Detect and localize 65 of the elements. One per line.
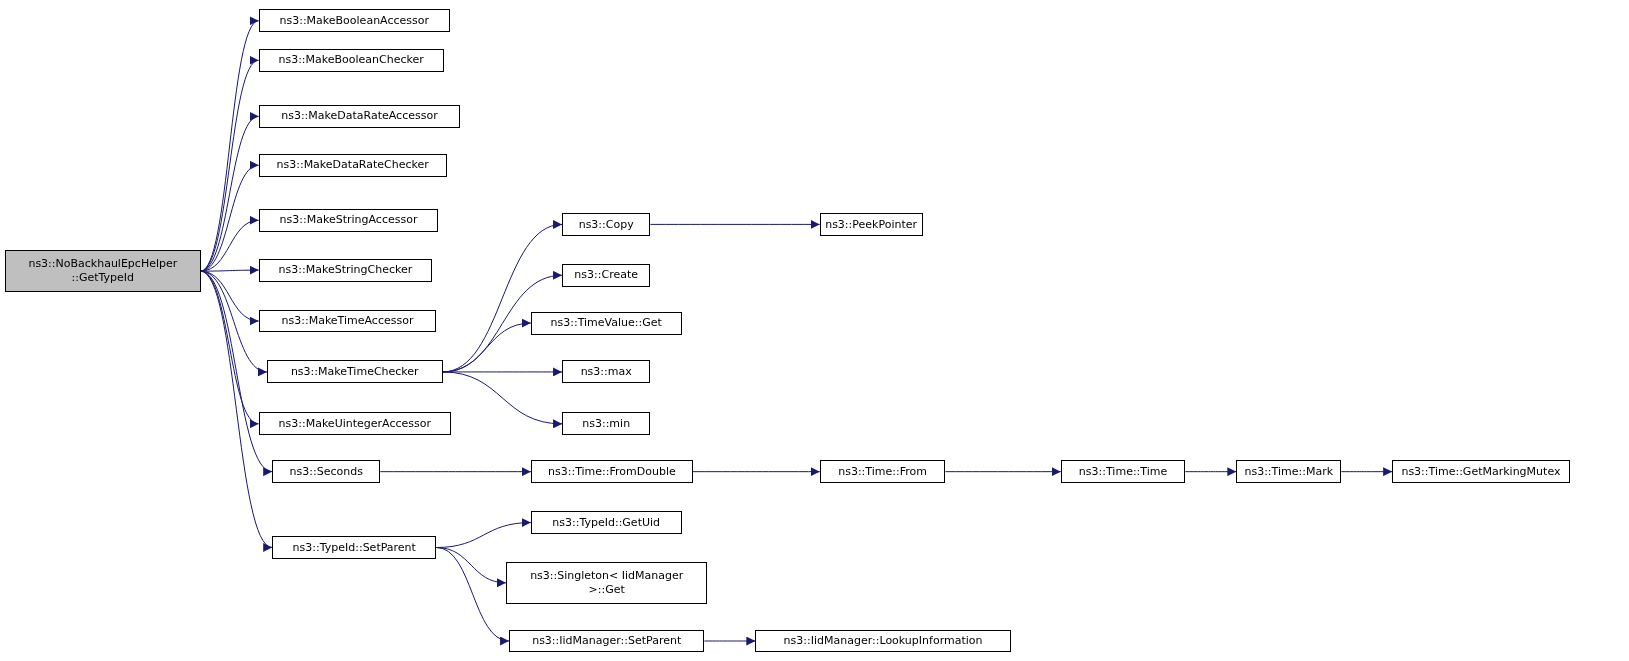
function-box <box>505 562 708 604</box>
function-box <box>258 48 444 72</box>
function-box <box>258 9 450 33</box>
function-name: ns3::NoBackhaulEpcHelper ::GetTypeId <box>27 257 179 285</box>
function-name: ns3::Copy <box>578 217 634 232</box>
function-name: ns3::Time::From <box>838 464 927 479</box>
arrow <box>944 467 1062 477</box>
function-box <box>562 212 651 236</box>
function-name: ns3::Singleton< IidManager >::Get <box>529 569 685 597</box>
function-box <box>562 263 651 287</box>
function-name: ns3::MakeBooleanAccessor <box>279 13 429 28</box>
function-name: ns3::TypeId::SetParent <box>292 540 416 555</box>
function-name: ns3::PeekPointer <box>825 217 918 232</box>
function-name: ns3::Time::GetMarkingMutex <box>1401 464 1561 479</box>
function-box <box>272 536 437 559</box>
function-name: ns3::Time::FromDouble <box>548 464 676 479</box>
function-name: ns3::MakeTimeAccessor <box>281 314 414 328</box>
function-name: ns3::IidManager::SetParent <box>532 634 682 648</box>
arrow <box>1184 467 1237 477</box>
function-box <box>755 629 1011 653</box>
function-name: ns3::Seconds <box>289 464 363 479</box>
function-box <box>562 412 651 436</box>
function-box <box>819 212 923 236</box>
arrow <box>1340 467 1393 477</box>
function-box <box>530 311 682 335</box>
function-name: ns3::MakeBooleanChecker <box>278 53 424 68</box>
function-name: ns3::min <box>582 417 631 431</box>
arrow <box>442 367 563 377</box>
function-box <box>258 412 451 436</box>
arrow <box>649 219 821 229</box>
arrow <box>442 371 563 428</box>
function-box <box>5 250 201 292</box>
function-box <box>258 104 461 128</box>
function-box <box>819 460 946 484</box>
function-box <box>1392 460 1570 484</box>
function-name: ns3::MakeTimeChecker <box>290 365 419 379</box>
function-box <box>258 153 447 177</box>
function-name: ns3::Time::Time <box>1078 464 1168 479</box>
arrow <box>435 547 510 644</box>
function-box <box>258 208 439 232</box>
function-name: ns3::Time::Mark <box>1244 464 1334 479</box>
function-box <box>1236 460 1342 484</box>
function-box <box>509 629 705 653</box>
function-box <box>530 460 693 484</box>
function-name: ns3::MakeDataRateChecker <box>276 158 429 173</box>
function-name: ns3::IidManager::LookupInformation <box>783 634 983 648</box>
function-name: ns3::MakeDataRateAccessor <box>281 109 438 124</box>
function-name: ns3::Create <box>574 268 638 283</box>
function-box <box>562 360 651 384</box>
function-name: ns3::MakeStringAccessor <box>279 213 418 228</box>
arrow <box>200 59 260 272</box>
function-box <box>1060 460 1186 484</box>
arrow <box>703 636 756 646</box>
function-name: ns3::MakeUintegerAccessor <box>278 417 431 431</box>
arrow <box>692 467 821 477</box>
function-name: ns3::max <box>580 365 632 379</box>
function-box <box>258 309 437 333</box>
function-box <box>258 258 433 282</box>
arrow <box>379 467 532 477</box>
function-name: ns3::TimeValue::Get <box>550 316 662 330</box>
function-box <box>272 460 381 484</box>
function-name: ns3::MakeStringChecker <box>278 263 413 277</box>
function-box <box>267 360 443 384</box>
function-name: ns3::TypeId::GetUid <box>552 515 661 530</box>
function-box <box>530 511 682 534</box>
